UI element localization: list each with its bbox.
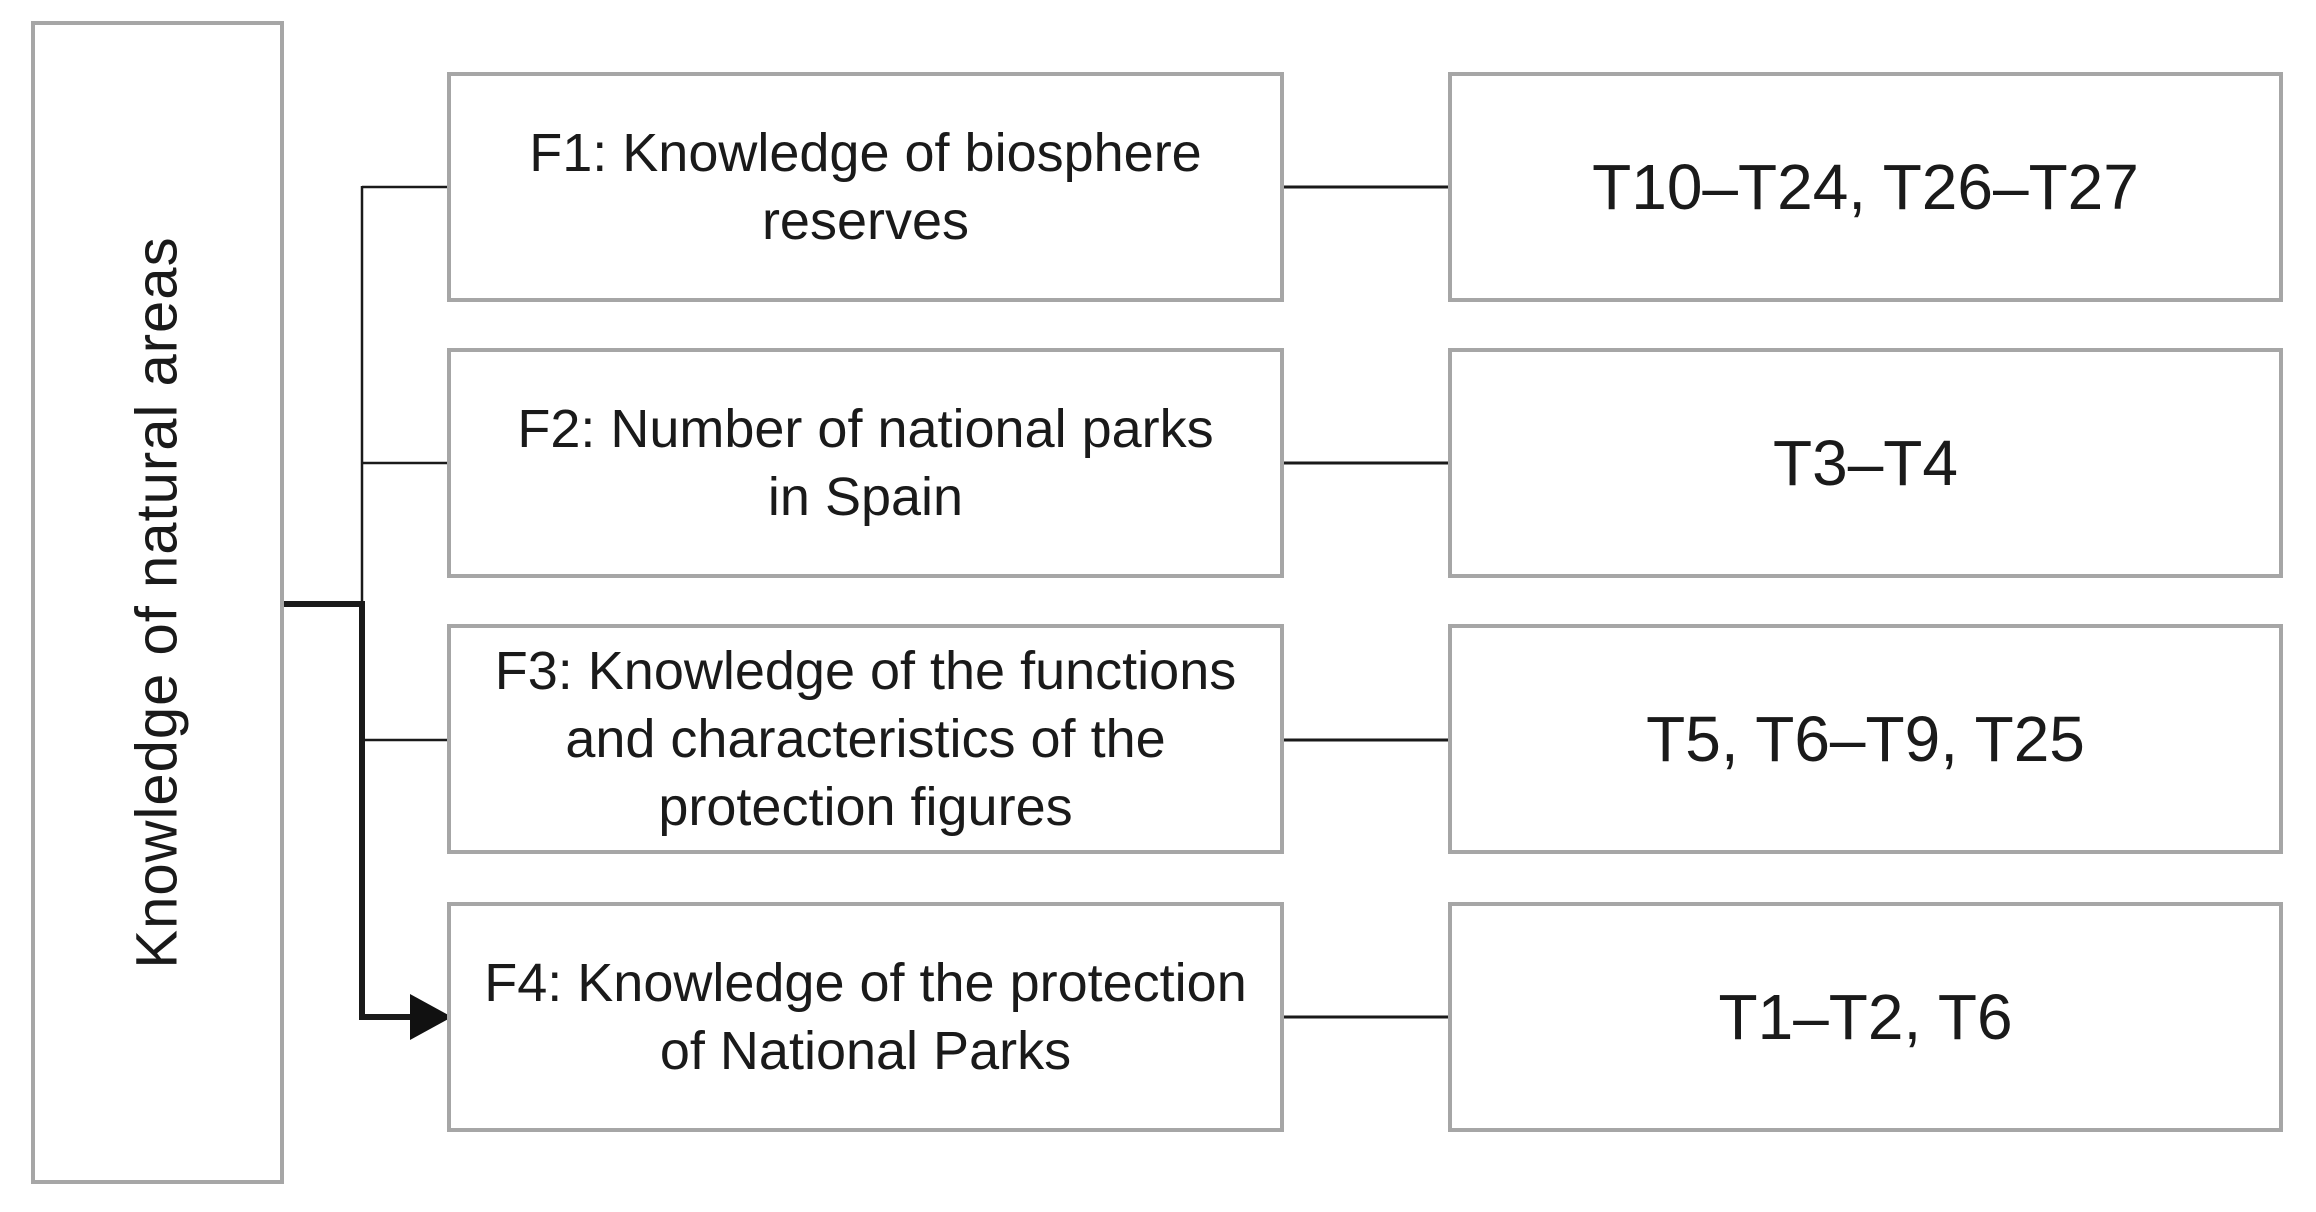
- factor-node-f3: F3: Knowledge of the functions and chara…: [447, 624, 1284, 854]
- factor-f2-label: F2: Number of national parks in Spain: [517, 398, 1214, 527]
- factor-f1-label: F1: Knowledge of biosphere reserves: [529, 122, 1202, 251]
- root-node: Knowledge of natural areas: [31, 21, 284, 1184]
- items-f3-label: T5, T6–T9, T25: [1646, 703, 2085, 775]
- items-node-f2: T3–T4: [1448, 348, 2283, 578]
- factor-node-f1: F1: Knowledge of biosphere reserves: [447, 72, 1284, 302]
- items-f1-label: T10–T24, T26–T27: [1592, 151, 2139, 223]
- factor-f3-label: F3: Knowledge of the functions and chara…: [494, 640, 1237, 838]
- items-f2-label: T3–T4: [1773, 427, 1958, 499]
- items-f4-label: T1–T2, T6: [1718, 981, 2013, 1053]
- factor-node-f4: F4: Knowledge of the protection of Natio…: [447, 902, 1284, 1132]
- items-node-f4: T1–T2, T6: [1448, 902, 2283, 1132]
- factor-f4-label: F4: Knowledge of the protection of Natio…: [484, 952, 1247, 1081]
- items-node-f1: T10–T24, T26–T27: [1448, 72, 2283, 302]
- factor-node-f2: F2: Number of national parks in Spain: [447, 348, 1284, 578]
- arrow-right-icon: [410, 994, 452, 1040]
- root-node-label: Knowledge of natural areas: [125, 236, 191, 969]
- items-node-f3: T5, T6–T9, T25: [1448, 624, 2283, 854]
